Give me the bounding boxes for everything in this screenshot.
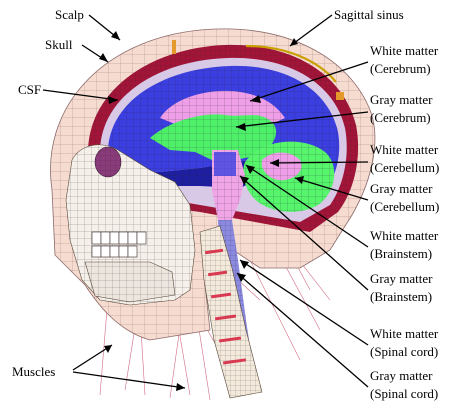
label-wm-brainstem-line2: (Brainstem) (370, 246, 432, 261)
label-wm-cerebellum-line1: White matter (370, 142, 439, 157)
label-sagittal-sinus: Sagittal sinus (334, 7, 404, 22)
label-wm-spinal-line1: White matter (370, 326, 439, 341)
label-skull: Skull (45, 37, 73, 52)
label-wm-spinal-line2: (Spinal cord) (370, 344, 438, 359)
label-gm-spinal-line1: Gray matter (370, 368, 433, 383)
label-gm-cerebrum-line1: Gray matter (370, 92, 433, 107)
label-gm-cerebrum-line2: (Cerebrum) (370, 110, 431, 125)
label-gm-brainstem-line1: Gray matter (370, 271, 433, 286)
label-gm-cerebellum-line2: (Cerebellum) (370, 199, 439, 214)
label-gm-cerebellum-line1: Gray matter (370, 181, 433, 196)
label-wm-cerebrum-line1: White matter (370, 43, 439, 58)
label-wm-brainstem-line1: White matter (370, 228, 439, 243)
label-wm-cerebellum-line2: (Cerebellum) (370, 160, 439, 175)
label-gm-brainstem-line2: (Brainstem) (370, 289, 432, 304)
label-gm-spinal-line2: (Spinal cord) (370, 386, 438, 401)
label-wm-cerebrum-line2: (Cerebrum) (370, 61, 431, 76)
label-csf: CSF (18, 82, 41, 97)
label-muscles: Muscles (12, 364, 55, 379)
label-scalp: Scalp (55, 7, 84, 22)
